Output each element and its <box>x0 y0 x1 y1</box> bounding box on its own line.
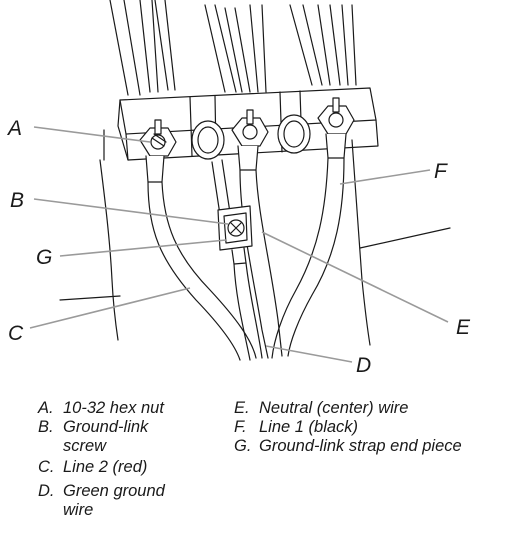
legend-text: 10-32 hex nut <box>63 399 164 417</box>
legend-letter: D. <box>38 482 55 500</box>
callout-a: A <box>6 117 22 140</box>
legend-letter: G. <box>234 437 252 455</box>
panel-right-edge <box>351 139 371 346</box>
legend-letter: C. <box>38 458 55 476</box>
legend-letter: E. <box>234 399 250 417</box>
legend-text: Ground-link <box>63 418 149 436</box>
hex-nut-right <box>317 97 355 135</box>
ground-strap <box>211 159 263 361</box>
legend-text: Ground-link strap end piece <box>259 437 462 455</box>
callout-b: B <box>10 189 24 212</box>
legend-letter: F. <box>234 418 247 436</box>
callout-d: D <box>356 354 371 377</box>
legend-letter: B. <box>38 418 54 436</box>
hex-nut-left <box>139 119 177 157</box>
callout-g: G <box>36 246 52 269</box>
legend-text-cont: screw <box>63 437 107 455</box>
neutral-wire <box>239 169 269 359</box>
line-1-wire <box>271 157 329 359</box>
panel-line-right <box>359 227 451 249</box>
supply-wires <box>109 0 357 96</box>
legend-text: Line 2 (red) <box>63 458 148 476</box>
legend-letter: A. <box>38 399 54 417</box>
callout-c: C <box>8 322 24 345</box>
green-ground-wire <box>233 263 251 361</box>
legend-text: Green ground <box>63 482 165 500</box>
panel-line-left <box>59 295 121 301</box>
wiring-diagram: A B G C F E D <box>6 0 471 377</box>
line-2-wire <box>147 181 241 361</box>
hex-nut-center <box>231 109 269 147</box>
leader-lines <box>29 126 449 363</box>
legend-text: Neutral (center) wire <box>259 399 409 417</box>
panel-left-edge <box>99 159 119 341</box>
callout-e: E <box>456 316 471 339</box>
legend-text-cont: wire <box>63 501 94 519</box>
callout-f: F <box>434 160 448 183</box>
legend-text: Line 1 (black) <box>259 418 359 436</box>
